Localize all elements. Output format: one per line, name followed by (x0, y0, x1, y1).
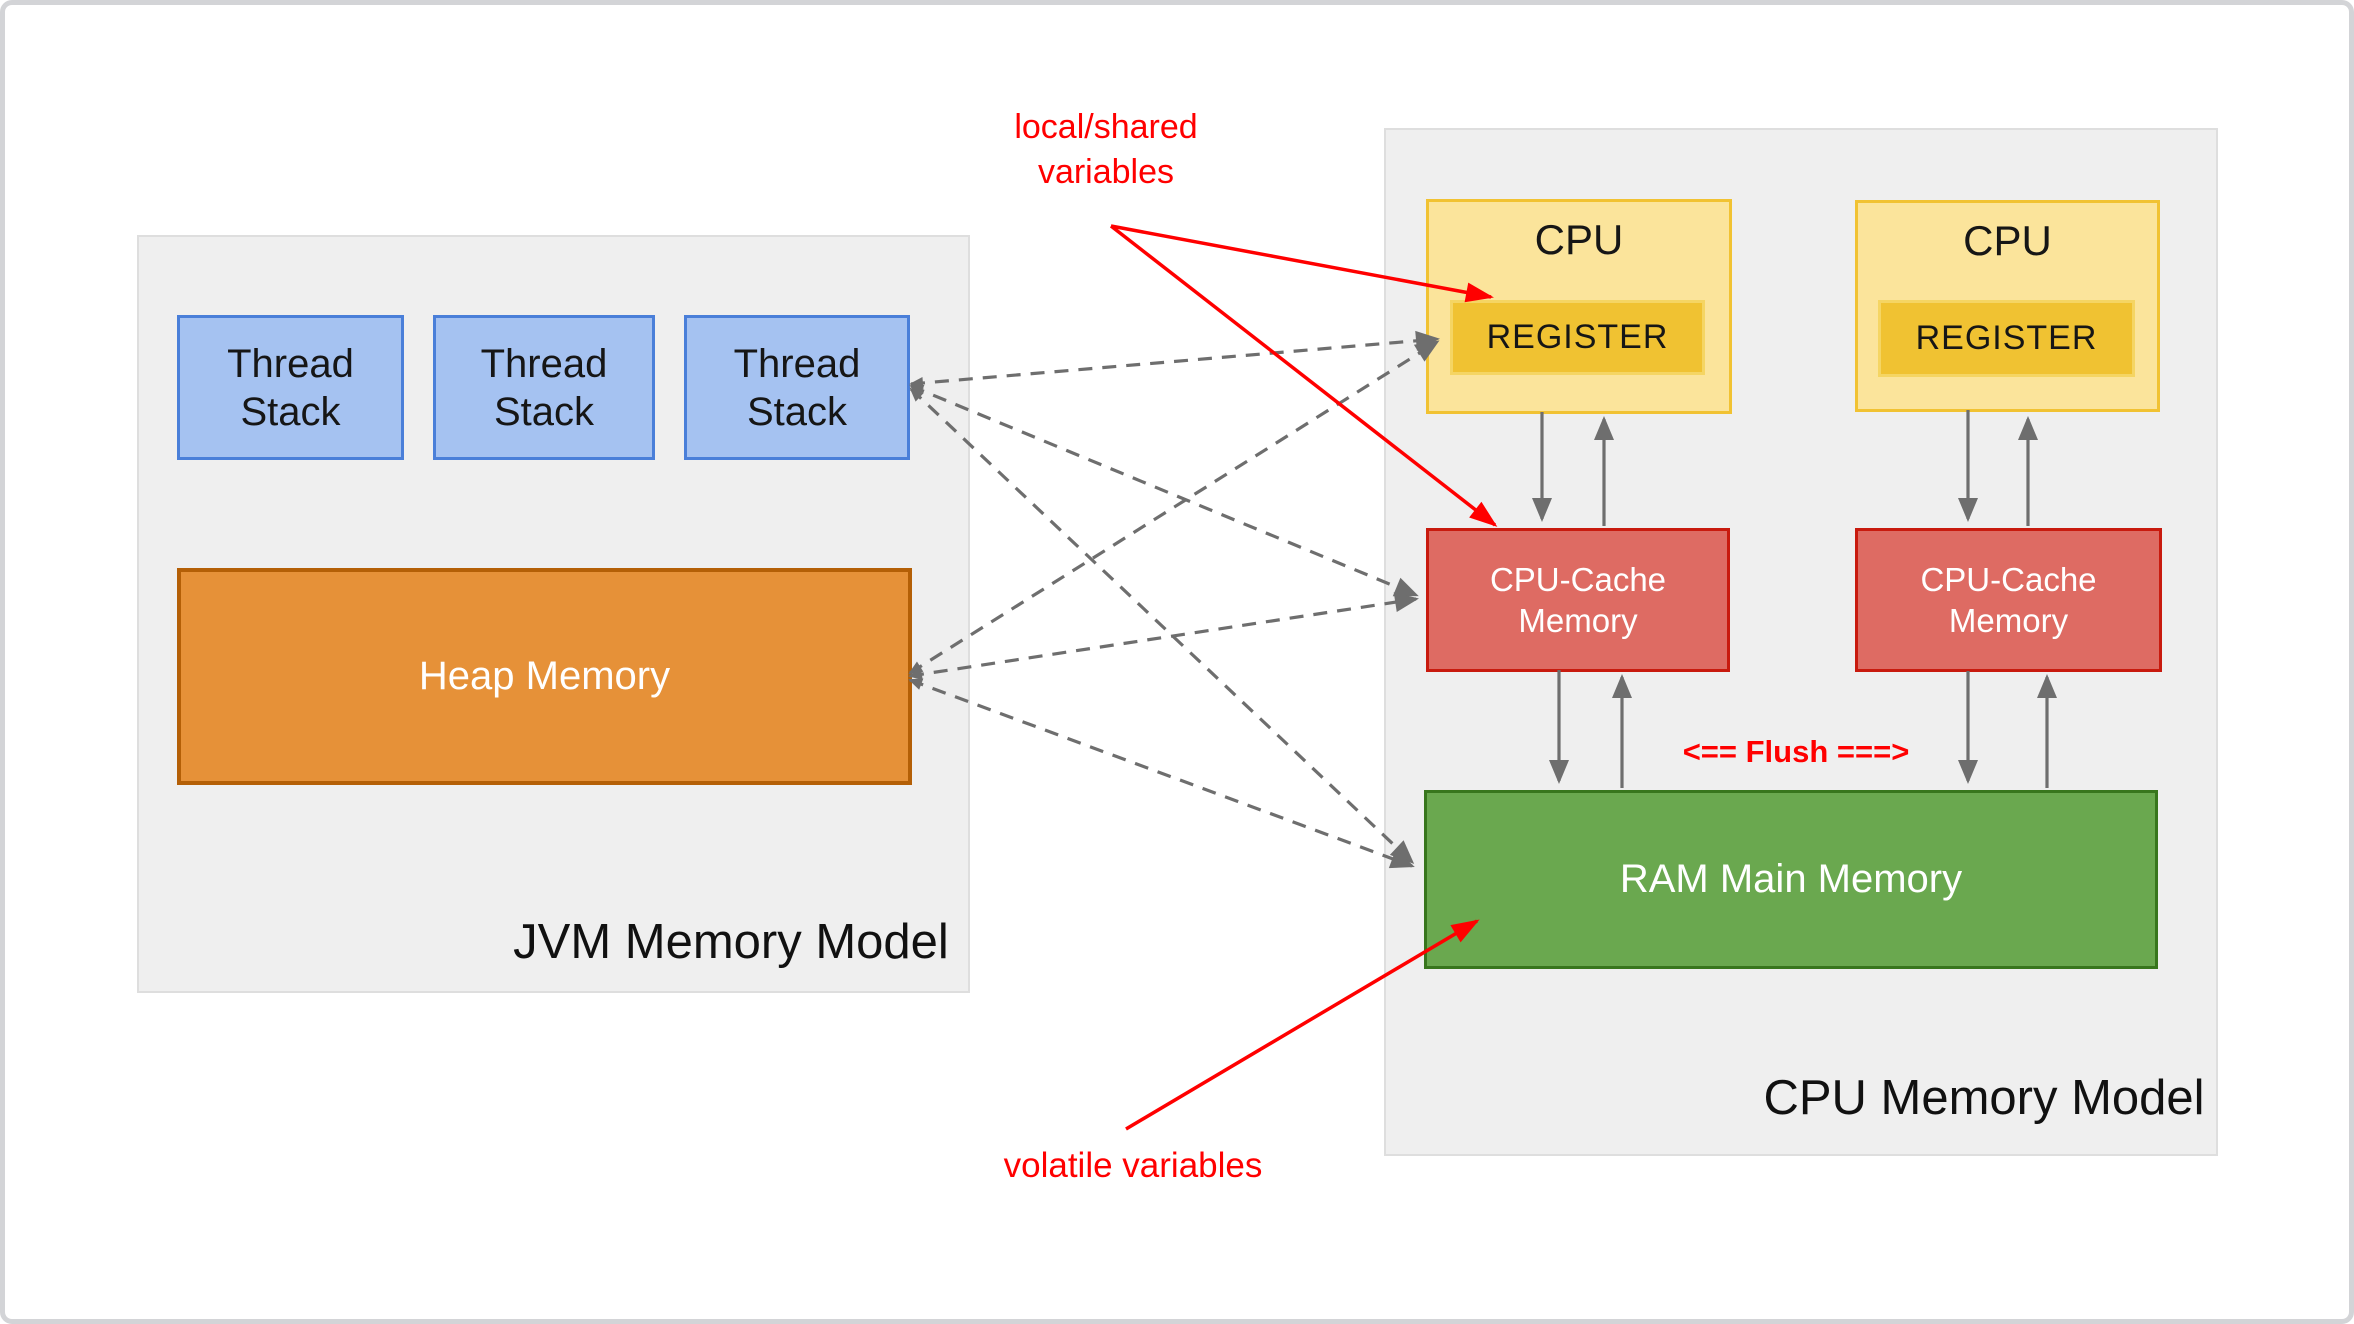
dashed-link-threadstack-ram (909, 387, 1415, 865)
cpu-cache-memory-box-2: CPU-Cache Memory (1855, 528, 2162, 672)
cpu-label-2: CPU (1963, 217, 2052, 264)
cpu-label-1: CPU (1534, 216, 1624, 263)
thread-stack-box-1: Thread Stack (177, 315, 404, 460)
thread-stack-box-3: Thread Stack (684, 315, 910, 460)
jvm-memory-model-panel: Thread Stack Thread Stack Thread Stack H… (137, 235, 970, 993)
heap-memory-box: Heap Memory (177, 568, 912, 785)
cpu-cache-memory-box-1: CPU-Cache Memory (1426, 528, 1730, 672)
dashed-link-heap-cache (908, 592, 1419, 681)
jvm-panel-title: JVM Memory Model (513, 915, 949, 969)
cpu-memory-model-panel: CPU REGISTER CPU REGISTER CPU-Cache Memo… (1384, 128, 2218, 1156)
dashed-link-threadstack-cache (909, 384, 1419, 597)
dashed-link-heap-register (908, 340, 1440, 675)
volatile-variables-annotation: volatile variables (1003, 1146, 1263, 1185)
local-shared-line2: variables (1037, 153, 1175, 191)
cpu-panel-title: CPU Memory Model (1763, 1071, 2205, 1125)
register-box-2: REGISTER (1878, 300, 2135, 377)
dashed-link-heap-ram (908, 678, 1415, 869)
cpu-box-1: CPU REGISTER (1426, 199, 1732, 414)
register-box-1: REGISTER (1450, 300, 1705, 375)
flush-annotation: <== Flush ===> (1682, 734, 1910, 769)
local-shared-variables-annotation: local/shared variables (906, 105, 1306, 195)
local-shared-line1: local/shared (1014, 108, 1198, 146)
dashed-link-threadstack-register (909, 330, 1440, 389)
cpu-box-2: CPU REGISTER (1855, 200, 2160, 412)
ram-main-memory-box: RAM Main Memory (1424, 790, 2158, 969)
thread-stack-box-2: Thread Stack (433, 315, 655, 460)
